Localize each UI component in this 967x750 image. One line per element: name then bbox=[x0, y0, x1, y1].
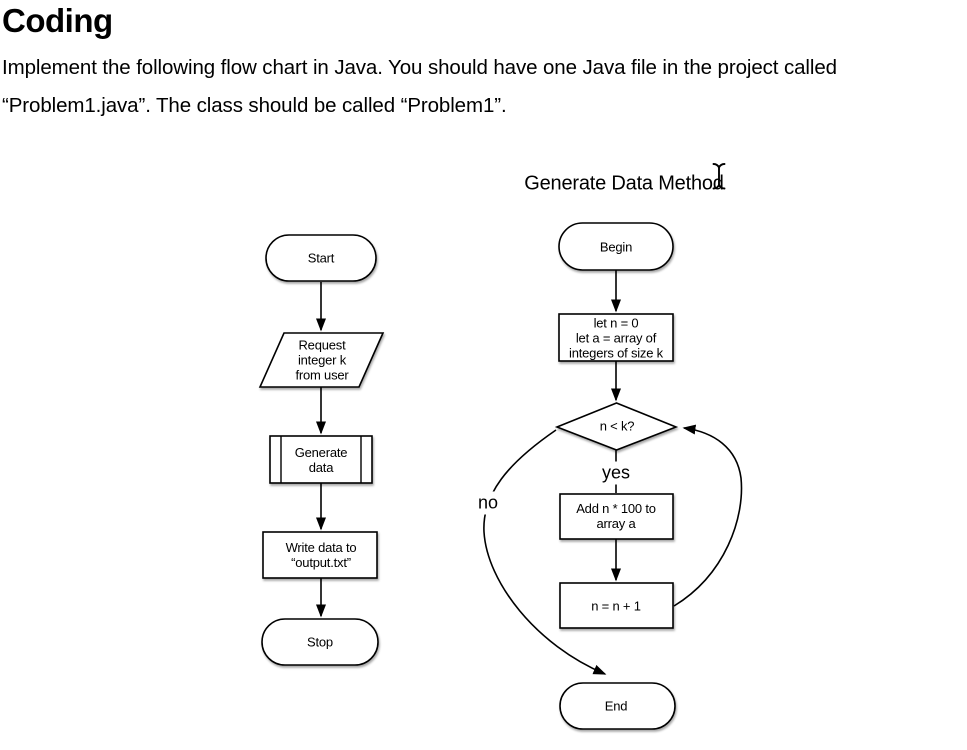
arrow-condition-no-to-end bbox=[483, 429, 607, 675]
add-node-label: Add n * 100 to array a bbox=[576, 501, 656, 531]
begin-node bbox=[558, 222, 674, 271]
init-node bbox=[558, 313, 674, 362]
request-input-node-label: Request integer k from user bbox=[295, 337, 349, 383]
generate-data-subroutine-node bbox=[269, 435, 373, 484]
begin-node-label: Begin bbox=[599, 239, 633, 255]
yes-branch-label: yes bbox=[597, 461, 635, 485]
stop-node bbox=[261, 618, 379, 666]
write-data-node bbox=[262, 531, 378, 579]
no-branch-label: no bbox=[473, 491, 503, 515]
end-node-label: End bbox=[604, 698, 628, 714]
method-flowchart-title: Generate Data Method bbox=[524, 172, 724, 195]
text-cursor-icon bbox=[712, 163, 726, 190]
request-input-node bbox=[258, 332, 385, 388]
start-node bbox=[265, 234, 377, 282]
condition-node-label: n < k? bbox=[599, 418, 635, 434]
arrow-loop-back-to-condition bbox=[673, 424, 743, 607]
increment-node-label: n = n + 1 bbox=[591, 598, 641, 614]
increment-node bbox=[559, 582, 674, 629]
start-node-label: Start bbox=[307, 250, 335, 266]
init-node-label: let n = 0 let a = array of integers of s… bbox=[569, 315, 663, 361]
intro-text-line-2: “Problem1.java”. The class should be cal… bbox=[2, 94, 507, 117]
stop-node-label: Stop bbox=[307, 634, 333, 650]
end-node bbox=[559, 682, 676, 730]
intro-text-line-1: Implement the following flow chart in Ja… bbox=[2, 56, 837, 79]
add-node bbox=[559, 493, 674, 540]
generate-data-subroutine-label: Generate data bbox=[294, 445, 348, 475]
condition-diamond-node bbox=[554, 402, 679, 451]
page-title: Coding bbox=[2, 2, 113, 39]
write-data-node-label: Write data to “output.txt” bbox=[285, 540, 357, 570]
